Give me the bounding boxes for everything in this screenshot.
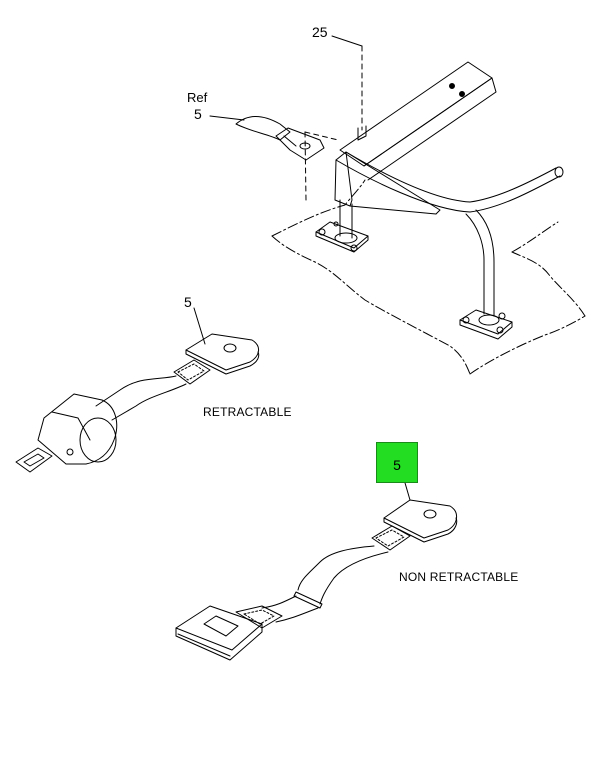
seat-frame [334,61,564,317]
highlight-fill [376,442,418,483]
callout-leaders [193,35,411,501]
highlighted-callout-box[interactable]: 5 [376,442,418,483]
leader-dashes [304,45,363,201]
non-retractable-belt [175,499,458,661]
callout-25: 25 [312,24,328,40]
callout-retractable-5: 5 [184,294,192,310]
caption-non-retractable: NON RETRACTABLE [399,570,519,584]
highlighted-callout-5: 5 [393,457,401,473]
callout-ref-5: 5 [194,106,202,122]
retractable-belt [15,333,260,473]
floor-outline [271,179,586,375]
floor-mount-right [459,309,513,340]
belt-end-ref [235,116,325,161]
callout-ref-word: Ref [187,90,208,105]
bolt-25-marker [357,125,367,141]
floor-mount-left [315,221,369,253]
caption-retractable: RETRACTABLE [203,405,292,419]
